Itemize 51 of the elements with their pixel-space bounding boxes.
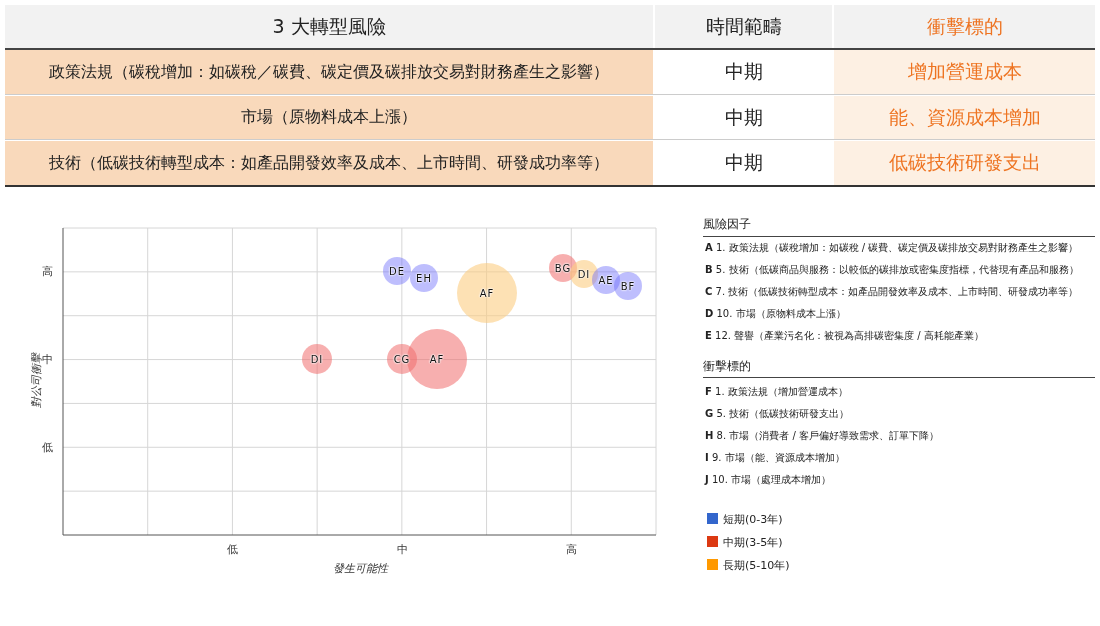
bubble	[383, 257, 411, 285]
legend-item: A 1. 政策法規（碳稅增加：如碳稅 / 碳費、碳定價及碳排放交易對財務產生之影響）	[705, 241, 1079, 255]
bubble-label: DI	[577, 268, 591, 280]
legend-item: B 5. 技術（低碳商品與服務：以較低的碳排放或密集度指標，代替現有產品和服務）	[705, 263, 1079, 277]
tick-label: 中	[42, 351, 53, 366]
legend-label: 短期(0-3年)	[723, 512, 783, 527]
table-cell: 市場（原物料成本上漲）	[5, 96, 653, 139]
header-cell: 時間範疇	[655, 5, 832, 48]
bubble-label: DE	[389, 265, 405, 277]
bubble	[592, 266, 620, 294]
legend-item: J 10. 市場（處理成本增加）	[705, 473, 831, 487]
tick-label: 高	[565, 542, 577, 557]
legend-item: D 10. 市場（原物料成本上漲）	[705, 307, 846, 321]
bubble	[302, 344, 332, 374]
table-cell: 增加營運成本	[834, 50, 1095, 94]
legend-heading: 風險因子	[703, 216, 751, 233]
bubble-label: AE	[598, 274, 614, 286]
tick-label: 低	[226, 542, 238, 557]
bubble	[457, 263, 517, 323]
bubble-label: AF	[429, 353, 445, 365]
bubble	[570, 260, 598, 288]
table-cell: 低碳技術研發支出	[834, 141, 1095, 185]
bubble-label: BF	[620, 280, 636, 292]
bubble-label: AF	[479, 287, 495, 299]
bubble	[614, 272, 642, 300]
legend-heading: 衝擊標的	[703, 358, 751, 375]
table-cell: 技術（低碳技術轉型成本：如產品開發效率及成本、上市時間、研發成功率等）	[5, 141, 653, 185]
legend-item: I 9. 市場（能、資源成本增加）	[705, 451, 845, 465]
axis-title: 對公司衝擊	[28, 352, 43, 408]
bubble-label: BG	[554, 262, 572, 274]
header-cell: 3 大轉型風險	[5, 5, 653, 48]
legend-label: 長期(5-10年)	[723, 558, 790, 573]
header-cell: 衝擊標的	[834, 5, 1095, 48]
table-cell: 能、資源成本增加	[834, 96, 1095, 139]
tick-label: 低	[42, 439, 53, 455]
tick-label: 中	[396, 542, 408, 557]
legend-item: E 12. 聲譽（產業污名化：被視為高排碳密集度 / 高耗能產業）	[705, 329, 984, 343]
bubble	[410, 264, 438, 292]
tick-label: 高	[42, 263, 53, 279]
legend-item: F 1. 政策法規（增加營運成本）	[705, 385, 848, 399]
table-cell: 政策法規（碳稅增加：如碳稅／碳費、碳定價及碳排放交易對財務產生之影響）	[5, 50, 653, 94]
bubble-label: EH	[416, 272, 432, 284]
bubble	[407, 329, 467, 389]
bubble-label: DI	[310, 353, 324, 365]
axis-title: 發生可能性	[332, 561, 388, 576]
legend-item: G 5. 技術（低碳技術研發支出）	[705, 407, 850, 421]
bubble-label: CG	[393, 353, 411, 365]
legend-item: C 7. 技術（低碳技術轉型成本：如產品開發效率及成本、上市時間、研發成功率等）	[705, 285, 1079, 299]
legend-item: H 8. 市場（消費者 / 客戶偏好導致需求、訂單下降）	[705, 429, 939, 443]
bubble	[549, 254, 577, 282]
legend-label: 中期(3-5年)	[723, 535, 783, 550]
